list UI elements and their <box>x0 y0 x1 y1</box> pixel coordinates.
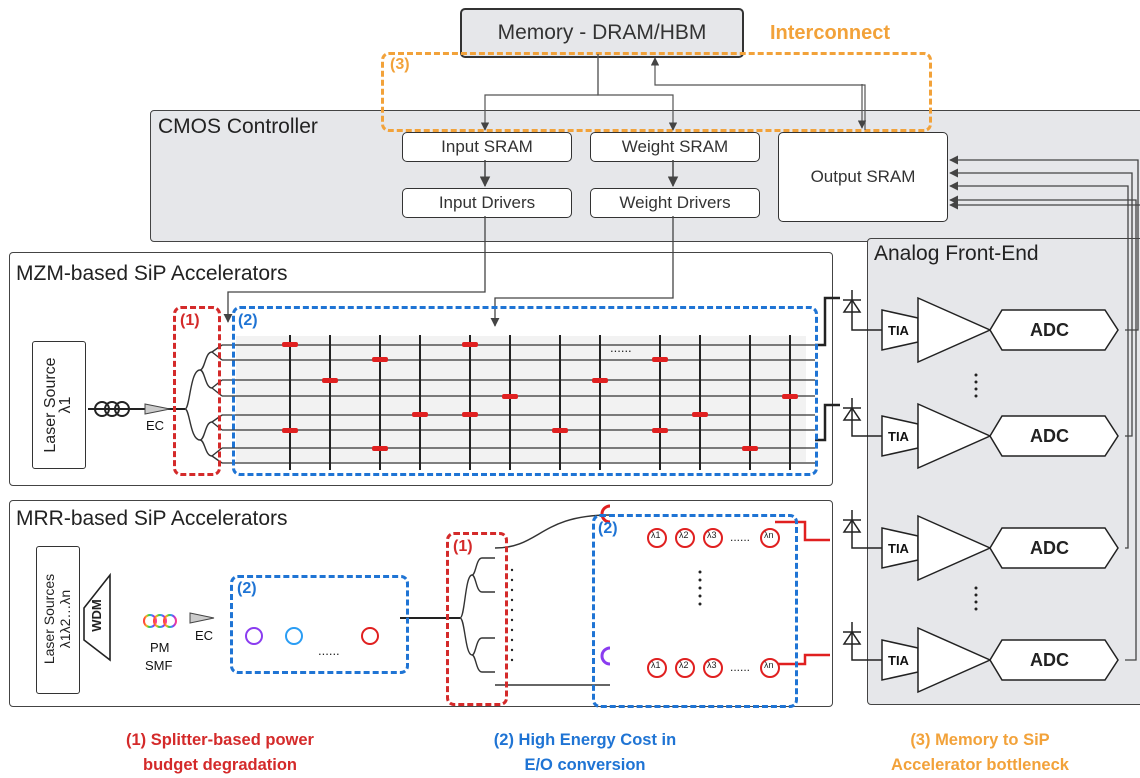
mrr-accelerator-panel <box>9 500 833 707</box>
input-drivers-box: Input Drivers <box>402 188 572 218</box>
ring-label-l1-bottom: λ1 <box>651 660 661 670</box>
mrr-weight-bank-region <box>592 514 798 708</box>
wdm-label: WDM <box>88 599 104 632</box>
interconnect-label: Interconnect <box>770 22 891 44</box>
mzm-eo-region <box>232 306 818 476</box>
adc-label-1: ADC <box>1030 320 1069 340</box>
ring-ellipsis-top: ...... <box>730 530 751 544</box>
tia-label-4: TIA <box>888 653 909 668</box>
mzm-laser-source-box <box>32 341 86 469</box>
memory-dram-hbm-box: Memory - DRAM/HBM <box>460 8 744 58</box>
mzm-eo-tag: (2) <box>238 312 258 329</box>
weight-sram-box: Weight SRAM <box>590 132 760 162</box>
ring-label-l3-bottom: λ3 <box>707 660 717 670</box>
tia-label-2: TIA <box>888 429 909 444</box>
mrr-accelerator-title: MRR-based SiP Accelerators <box>16 507 288 530</box>
ring-label-l3-top: λ3 <box>707 530 717 540</box>
ring-label-ln-bottom: λn <box>764 660 774 670</box>
mrr-modulator-tag: (2) <box>237 580 257 597</box>
smf-label: SMF <box>145 658 173 673</box>
adc-label-4: ADC <box>1030 650 1069 670</box>
mrr-weight-bank-tag: (2) <box>598 520 618 537</box>
mrr-laser-sources-box <box>36 546 80 694</box>
mzm-splitter-tag: (1) <box>180 312 200 329</box>
cmos-controller-title: CMOS Controller <box>158 115 318 138</box>
adc-label-2: ADC <box>1030 426 1069 446</box>
interconnect-tag: (3) <box>390 56 410 73</box>
mzm-splitter-region <box>173 306 221 476</box>
mrr-modulator-ellipsis: ...... <box>318 643 340 658</box>
weight-drivers-box: Weight Drivers <box>590 188 760 218</box>
mrr-ec-label: EC <box>195 628 214 643</box>
mrr-splitter-tag: (1) <box>453 538 473 555</box>
ring-label-l2-top: λ2 <box>679 530 689 540</box>
input-sram-box: Input SRAM <box>402 132 572 162</box>
tia-label-3: TIA <box>888 541 909 556</box>
mrr-modulator-region <box>230 575 409 674</box>
ring-label-l1-top: λ1 <box>651 530 661 540</box>
output-sram-box: Output SRAM <box>778 132 948 222</box>
ring-label-ln-top: λn <box>764 530 774 540</box>
ring-ellipsis-bottom: ...... <box>730 660 751 674</box>
pm-label: PM <box>150 640 170 655</box>
analog-front-end-title: Analog Front-End <box>874 242 1039 265</box>
mzm-mesh-ellipsis: ...... <box>610 340 632 355</box>
ring-label-l2-bottom: λ2 <box>679 660 689 670</box>
mzm-ec-label: EC <box>146 418 165 433</box>
interconnect-dashed-region <box>381 52 932 132</box>
tia-label-1: TIA <box>888 323 909 338</box>
mzm-accelerator-title: MZM-based SiP Accelerators <box>16 262 288 285</box>
adc-label-3: ADC <box>1030 538 1069 558</box>
mrr-splitter-region <box>446 532 508 706</box>
